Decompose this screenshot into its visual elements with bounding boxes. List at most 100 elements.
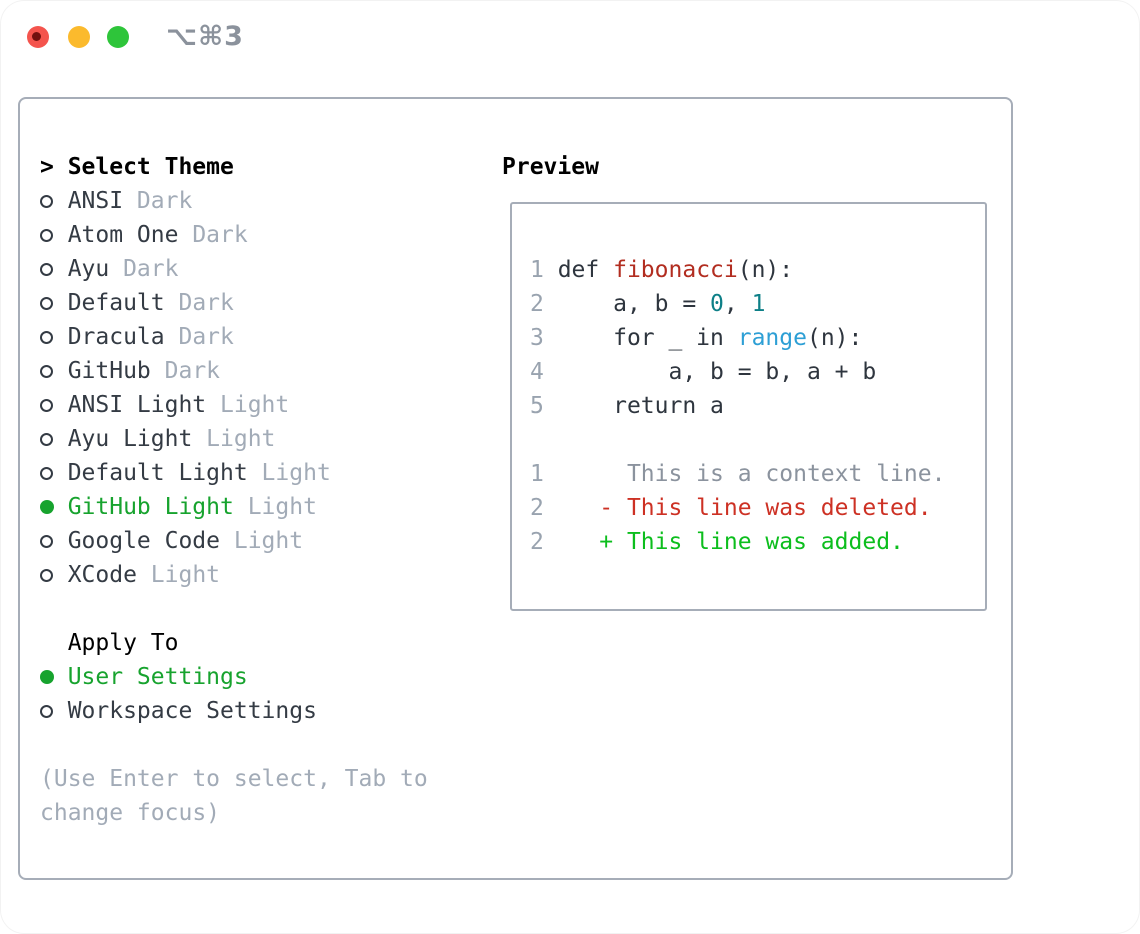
radio-selected-icon bbox=[40, 660, 68, 694]
code-token-code: def bbox=[543, 257, 614, 283]
circle-icon bbox=[40, 228, 53, 242]
theme-option-default[interactable]: Default Dark bbox=[40, 286, 428, 320]
theme-name: ANSI bbox=[67, 188, 124, 214]
theme-variant: Dark bbox=[150, 358, 221, 384]
theme-option-ayu[interactable]: Ayu Dark bbox=[40, 252, 428, 286]
filled-circle-icon bbox=[40, 670, 54, 684]
line-number: 3 bbox=[530, 325, 544, 351]
radio-unselected-icon bbox=[40, 184, 68, 218]
code-token-added: + This line was added. bbox=[543, 529, 904, 555]
theme-variant: Dark bbox=[164, 290, 234, 316]
filled-circle-icon bbox=[40, 500, 54, 514]
theme-variant: Light bbox=[192, 426, 276, 452]
radio-unselected-icon bbox=[40, 422, 68, 456]
line-number: 1 bbox=[530, 461, 544, 487]
circle-icon bbox=[40, 364, 53, 378]
code-token-context: This is a context line. bbox=[543, 461, 946, 487]
zoom-button[interactable] bbox=[107, 26, 129, 48]
circle-icon bbox=[40, 398, 53, 412]
theme-option-atom-one[interactable]: Atom One Dark bbox=[40, 218, 428, 252]
preview-line: 2 - This line was deleted. bbox=[530, 491, 985, 525]
circle-icon bbox=[40, 194, 53, 208]
hint-text: (Use Enter to select, Tab to bbox=[40, 766, 428, 792]
code-token-builtin: range bbox=[737, 325, 807, 351]
theme-option-github[interactable]: GitHub Dark bbox=[40, 354, 428, 388]
theme-name: ANSI Light bbox=[67, 392, 207, 418]
theme-name: Default Light bbox=[67, 460, 248, 486]
window-title: ⌥⌘3 bbox=[166, 21, 244, 52]
code-token-number: 1 bbox=[751, 291, 766, 317]
radio-unselected-icon bbox=[40, 388, 68, 422]
header-caret-icon: > bbox=[40, 150, 68, 184]
theme-variant: Light bbox=[136, 562, 221, 588]
apply-to-header: Apply To bbox=[40, 626, 428, 660]
close-button[interactable] bbox=[27, 26, 49, 48]
theme-option-ansi-light[interactable]: ANSI Light Light bbox=[40, 388, 428, 422]
theme-name: Dracula bbox=[67, 324, 165, 350]
theme-option-xcode[interactable]: XCode Light bbox=[40, 558, 428, 592]
code-token-deleted: - This line was deleted. bbox=[543, 495, 932, 521]
theme-name: Ayu Light bbox=[67, 426, 193, 452]
theme-option-default-light[interactable]: Default Light Light bbox=[40, 456, 428, 490]
hint-text-line-2: change focus) bbox=[40, 796, 428, 830]
circle-icon bbox=[40, 568, 53, 582]
code-token-code: for _ in bbox=[543, 325, 738, 351]
apply-option-label: Workspace Settings bbox=[67, 698, 317, 724]
code-token-code: a, b = b, a + b bbox=[543, 359, 877, 385]
code-token-func: fibonacci bbox=[613, 257, 738, 283]
radio-unselected-icon bbox=[40, 286, 68, 320]
code-token-code: a, b = bbox=[543, 291, 711, 317]
theme-option-ayu-light[interactable]: Ayu Light Light bbox=[40, 422, 428, 456]
radio-unselected-icon bbox=[40, 218, 68, 252]
theme-list-title: Select Theme bbox=[67, 154, 234, 180]
preview-blank-line bbox=[530, 423, 985, 457]
theme-option-github-light[interactable]: GitHub Light Light bbox=[40, 490, 428, 524]
spacer-row bbox=[40, 728, 428, 762]
code-token-code: (n): bbox=[806, 325, 863, 351]
line-number: 4 bbox=[530, 359, 544, 385]
radio-selected-icon bbox=[40, 490, 68, 524]
theme-name: Ayu bbox=[67, 256, 110, 282]
preview-line: 4 a, b = b, a + b bbox=[530, 355, 985, 389]
radio-unselected-icon bbox=[40, 456, 68, 490]
theme-option-google-code[interactable]: Google Code Light bbox=[40, 524, 428, 558]
line-number: 1 bbox=[530, 257, 544, 283]
line-number: 2 bbox=[530, 529, 544, 555]
circle-icon bbox=[40, 704, 53, 718]
code-token-number: 0 bbox=[710, 291, 724, 317]
apply-option-workspace-settings[interactable]: Workspace Settings bbox=[40, 694, 428, 728]
radio-unselected-icon bbox=[40, 354, 68, 388]
preview-line: 2 + This line was added. bbox=[530, 525, 985, 559]
theme-variant: Light bbox=[220, 528, 304, 554]
titlebar: ⌥⌘3 bbox=[0, 0, 1140, 97]
spacer-row bbox=[40, 592, 428, 626]
code-token-code: , bbox=[723, 291, 752, 317]
radio-unselected-icon bbox=[40, 252, 68, 286]
preview-line: 5 return a bbox=[530, 389, 985, 423]
line-number: 2 bbox=[530, 495, 544, 521]
radio-unselected-icon bbox=[40, 524, 68, 558]
theme-name: XCode bbox=[67, 562, 137, 588]
line-number: 2 bbox=[530, 291, 544, 317]
empty-marker bbox=[40, 626, 68, 660]
preview-line: 3 for _ in range(n): bbox=[530, 321, 985, 355]
theme-option-ansi[interactable]: ANSI Dark bbox=[40, 184, 428, 218]
theme-variant: Light bbox=[233, 494, 317, 520]
apply-option-user-settings[interactable]: User Settings bbox=[40, 660, 428, 694]
hint-text: change focus) bbox=[40, 800, 221, 826]
apply-to-title: Apply To bbox=[67, 630, 179, 656]
theme-option-dracula[interactable]: Dracula Dark bbox=[40, 320, 428, 354]
theme-variant: Dark bbox=[123, 188, 193, 214]
circle-icon bbox=[40, 534, 53, 548]
line-number: 5 bbox=[530, 393, 544, 419]
minimize-button[interactable] bbox=[68, 26, 90, 48]
theme-name: GitHub Light bbox=[67, 494, 234, 520]
hint-text-line-1: (Use Enter to select, Tab to bbox=[40, 762, 428, 796]
circle-icon bbox=[40, 330, 53, 344]
theme-list-header: >Select Theme bbox=[40, 150, 428, 184]
theme-variant: Dark bbox=[164, 324, 234, 350]
code-token-code: (n): bbox=[737, 257, 794, 283]
theme-name: Atom One bbox=[67, 222, 179, 248]
